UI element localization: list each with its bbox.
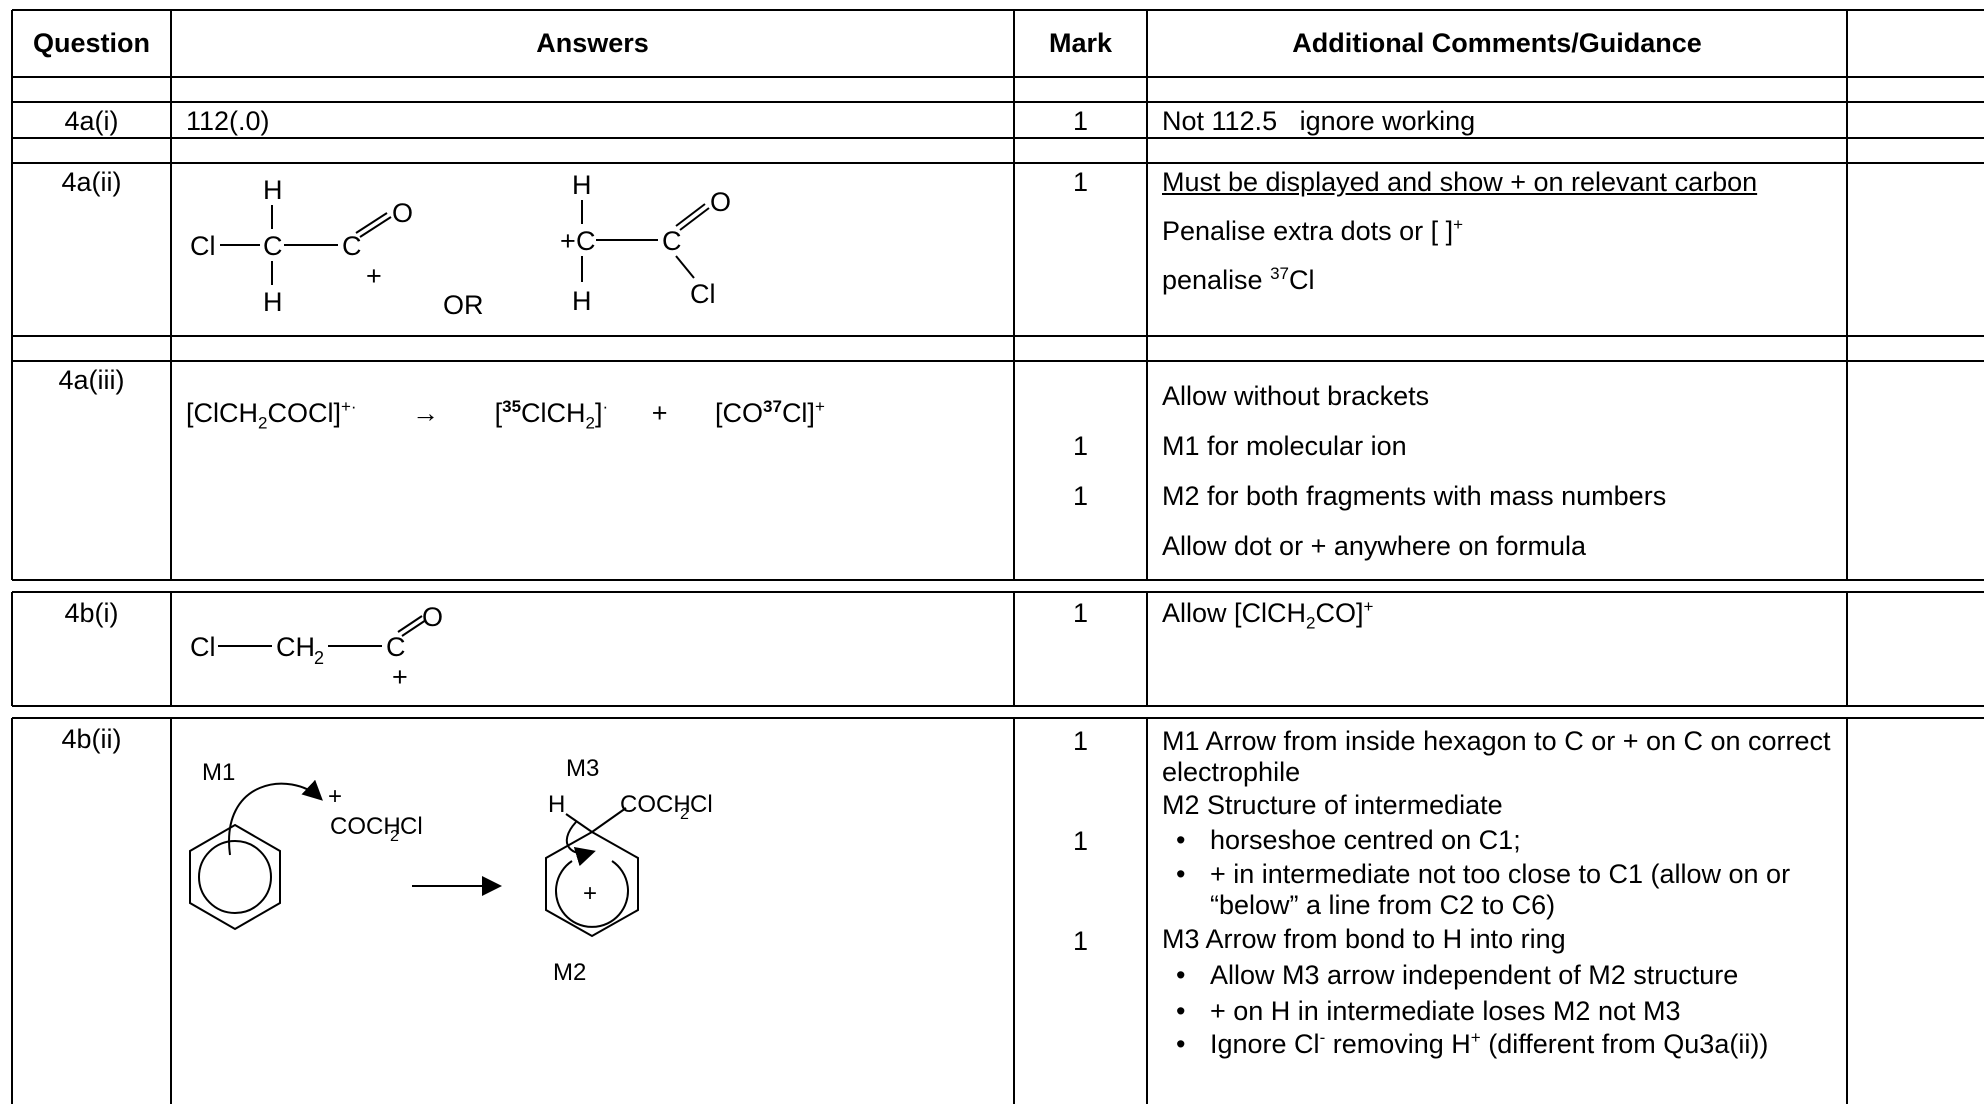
- guidance-4a-iii-line4: Allow dot or + anywhere on formula: [1162, 531, 1586, 561]
- header-guidance: Additional Comments/Guidance: [1292, 28, 1702, 58]
- question-4b-i: 4b(i): [64, 598, 119, 628]
- guidance-text: Allow [ClCH: [1162, 598, 1307, 628]
- question-4a-i: 4a(i): [64, 106, 119, 136]
- equation-4a-iii: [ClCH2COCl]+· → [35ClCH2]· + [CO37Cl]+: [186, 397, 825, 433]
- question-4a-iii: 4a(iii): [58, 365, 125, 395]
- svg-text:2: 2: [314, 648, 324, 668]
- guidance-4a-ii-line1: Must be displayed and show + on relevant…: [1162, 167, 1758, 197]
- svg-text:C: C: [263, 231, 283, 261]
- or-label: OR: [443, 290, 484, 320]
- svg-text:M2: M2: [553, 959, 586, 986]
- svg-text:C: C: [386, 632, 406, 662]
- guidance-text: Penalise extra dots or [ ]: [1162, 216, 1454, 246]
- svg-text:Cl: Cl: [190, 231, 216, 261]
- svg-text:C: C: [576, 226, 596, 256]
- guidance-4a-iii-line2: M1 for molecular ion: [1162, 431, 1407, 461]
- guidance-4a-ii-line3: penalise 37Cl: [1162, 265, 1315, 296]
- svg-text:H: H: [263, 287, 283, 317]
- guidance-m2-list: horseshoe centred on C1; + in intermedia…: [1162, 822, 1842, 921]
- svg-text:2: 2: [390, 828, 399, 845]
- svg-text:+: +: [366, 261, 382, 291]
- guidance-4a-iii-line3: M2 for both fragments with mass numbers: [1162, 481, 1667, 511]
- structure-acylium-ion: Cl CH 2 C O +: [190, 602, 443, 692]
- svg-text:H: H: [572, 286, 592, 316]
- mark-4a-iii-1: 1: [1072, 431, 1089, 461]
- list-item: + on H in intermediate loses M2 not M3: [1176, 993, 1842, 1029]
- svg-text:Cl: Cl: [190, 632, 216, 662]
- guidance-text: CO]: [1315, 598, 1364, 628]
- guidance-text: penalise: [1162, 265, 1271, 295]
- svg-text:Cl: Cl: [400, 813, 423, 840]
- guidance-4a-iii-line1: Allow without brackets: [1162, 381, 1430, 411]
- mark-4b-ii-3: 1: [1072, 926, 1089, 956]
- svg-text:M1: M1: [202, 759, 235, 786]
- superscript: +: [1453, 215, 1464, 234]
- guidance-m3-list: Allow M3 arrow independent of M2 structu…: [1162, 957, 1842, 1060]
- structure-chloroacetyl-cation-a: Cl H C H C O +: [190, 175, 413, 317]
- answer-4a-i: 112(.0): [186, 106, 270, 136]
- guidance-4b-ii: M1 Arrow from inside hexagon to C or + o…: [1162, 726, 1842, 1060]
- svg-text:COCH: COCH: [330, 813, 401, 840]
- mark-4a-iii-2: 1: [1072, 481, 1089, 511]
- svg-text:Cl: Cl: [690, 791, 713, 818]
- question-4b-ii: 4b(ii): [61, 724, 122, 754]
- eq-plus: +: [651, 398, 668, 428]
- subscript: 2: [1306, 613, 1316, 633]
- svg-text:H: H: [548, 791, 565, 818]
- mechanism-diagram: M1 + COCH 2 Cl M3 H COCH 2 Cl M2 +: [189, 755, 713, 986]
- eq-lhs: [ClCH2COCl]+·: [186, 397, 357, 433]
- svg-text:H: H: [263, 175, 283, 205]
- mark-4b-ii-1: 1: [1072, 726, 1089, 756]
- svg-text:+: +: [328, 783, 342, 810]
- svg-text:+: +: [583, 880, 597, 907]
- svg-text:H: H: [572, 170, 592, 200]
- mark-4b-i: 1: [1072, 598, 1089, 628]
- list-item: horseshoe centred on C1;: [1176, 822, 1842, 859]
- guidance-m1: M1 Arrow from inside hexagon to C or + o…: [1162, 726, 1831, 787]
- question-4a-ii: 4a(ii): [61, 167, 122, 197]
- svg-text:O: O: [392, 198, 413, 228]
- superscript: 37: [1270, 264, 1290, 283]
- structure-chloroacetyl-cation-b: H + C H C O Cl: [560, 170, 731, 316]
- svg-text:COCH: COCH: [620, 791, 691, 818]
- guidance-4a-ii-line2: Penalise extra dots or [ ]+: [1162, 216, 1463, 247]
- svg-text:M3: M3: [566, 755, 599, 782]
- guidance-4b-i: Allow [ClCH2CO]+: [1162, 597, 1374, 633]
- header-question: Question: [32, 28, 150, 58]
- svg-text:Cl: Cl: [690, 279, 716, 309]
- superscript: +: [1363, 597, 1374, 616]
- mark-4b-ii-2: 1: [1072, 826, 1089, 856]
- svg-text:O: O: [710, 187, 731, 217]
- svg-text:O: O: [422, 602, 443, 632]
- header-answers: Answers: [536, 28, 649, 58]
- list-item: + in intermediate not too close to C1 (a…: [1176, 859, 1842, 921]
- svg-text:C: C: [342, 231, 362, 261]
- guidance-4a-i: Not 112.5 ignore working: [1162, 106, 1476, 136]
- svg-text:+: +: [560, 226, 576, 256]
- svg-text:2: 2: [680, 806, 689, 823]
- list-item: Allow M3 arrow independent of M2 structu…: [1176, 957, 1842, 993]
- svg-text:CH: CH: [276, 632, 315, 662]
- guidance-text: Cl: [1289, 265, 1315, 295]
- eq-fragment-1: [35ClCH2]·: [494, 397, 609, 433]
- eq-arrow: →: [412, 398, 440, 428]
- svg-text:C: C: [662, 226, 682, 256]
- list-item: Ignore Cl- removing H+ (different from Q…: [1176, 1029, 1842, 1060]
- svg-text:+: +: [392, 662, 408, 692]
- mark-4a-ii: 1: [1072, 167, 1089, 197]
- mark-4a-i: 1: [1072, 106, 1089, 136]
- guidance-m2: M2 Structure of intermediate: [1162, 790, 1503, 820]
- guidance-m3: M3 Arrow from bond to H into ring: [1162, 924, 1566, 954]
- eq-fragment-2: [CO37Cl]+: [715, 397, 825, 428]
- header-mark: Mark: [1048, 28, 1113, 58]
